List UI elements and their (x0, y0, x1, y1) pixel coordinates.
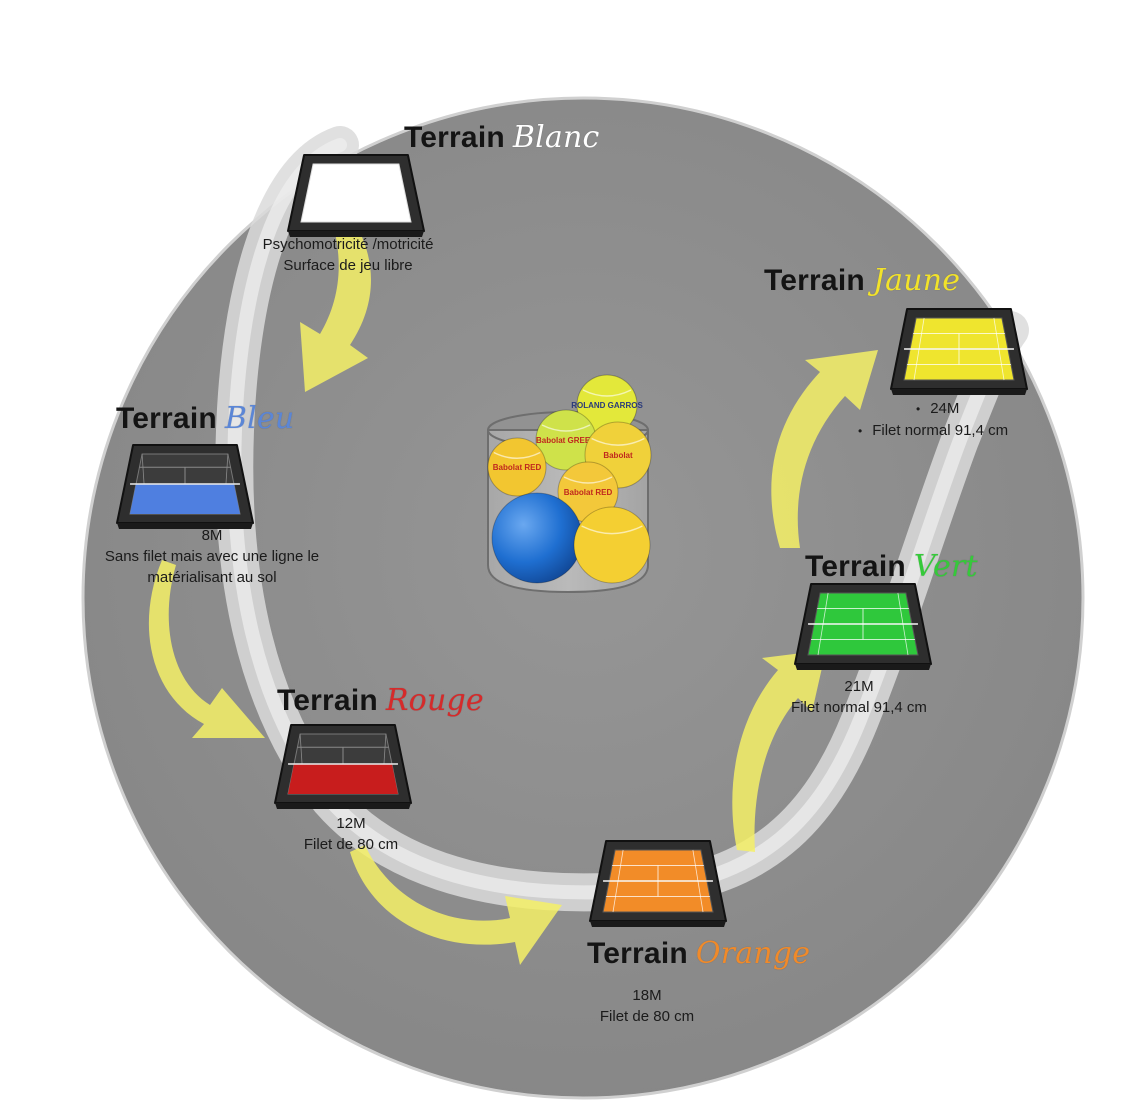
court-icon-vert (794, 583, 932, 670)
ball-label: Babolat (603, 451, 633, 460)
arrow-orange-to-vert (732, 650, 826, 852)
arrow-blanc-to-bleu (300, 205, 371, 392)
court-icon-rouge (274, 724, 412, 809)
court-icon-bleu (116, 444, 254, 529)
ball-label: Babolat RED (493, 463, 542, 472)
desc-blanc: Psychomotricité /motricité Surface de je… (262, 236, 434, 274)
desc-jaune: 24M Filet normal 91,4 cm (858, 398, 1058, 442)
arrow-bleu-to-rouge (148, 560, 265, 738)
tennis-ball (573, 506, 651, 584)
ball-label: ROLAND GARROS (571, 401, 643, 410)
ball-label: Babolat RED (564, 488, 613, 497)
ball-jar-icon: ROLAND GARROS Babolat GREEN BabolatBabolat… (487, 374, 652, 594)
arrow-rouge-to-orange (350, 845, 562, 965)
court-icon-jaune (890, 308, 1028, 395)
court-icon-blanc (287, 154, 425, 237)
tennis-ball (491, 492, 583, 584)
desc-vert: 21M Filet normal 91,4 cm (791, 678, 927, 716)
desc-bleu: 8M Sans filet mais avec une ligne le mat… (104, 527, 320, 586)
court-icon-orange (589, 840, 727, 927)
desc-orange: 18M Filet de 80 cm (599, 987, 695, 1025)
desc-rouge: 12M Filet de 80 cm (303, 815, 399, 853)
ball-label: Babolat GREEN (536, 436, 596, 445)
tennis-ball: Babolat RED (557, 461, 619, 523)
arrow-vert-to-jaune (771, 350, 878, 548)
tennis-ball: Babolat RED (487, 437, 547, 497)
